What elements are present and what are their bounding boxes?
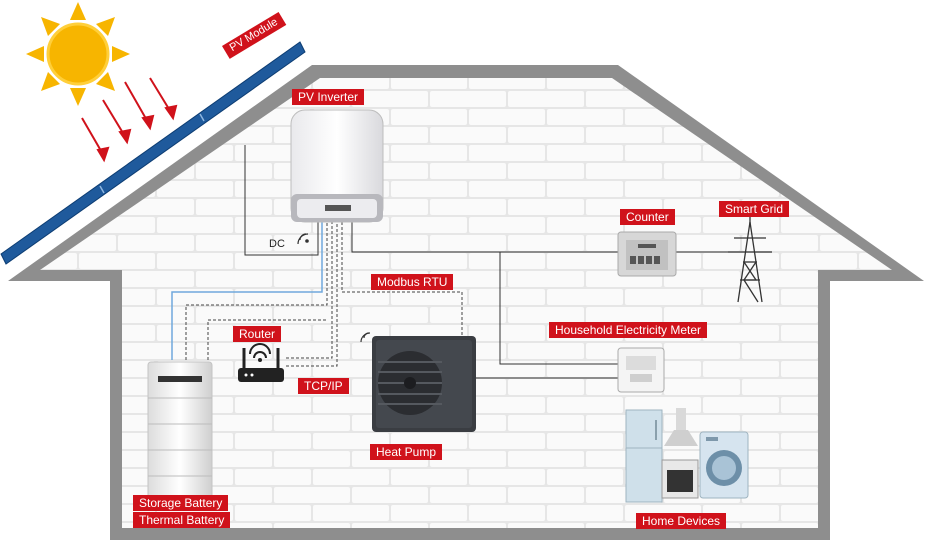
thermal-battery-label: Thermal Battery: [133, 512, 231, 528]
heat-pump: [372, 336, 476, 432]
pv-module-panel: [0, 41, 306, 265]
household-meter: [617, 347, 665, 393]
storage-battery: [147, 361, 213, 499]
power-pylon-icon: [728, 216, 772, 303]
communication-cables: [185, 222, 463, 367]
dc-label: DC: [269, 238, 285, 250]
router-icon: [238, 343, 284, 382]
refrigerator-icon: [625, 409, 663, 503]
counter-meter: [617, 231, 677, 277]
wifi-icon: [297, 233, 309, 245]
ac-cables: [351, 222, 735, 379]
range-hood-icon: [664, 408, 698, 446]
tcp-ip-label: TCP/IP: [298, 378, 349, 394]
modbus-rtu-label: Modbus RTU: [371, 274, 454, 290]
storage-battery-label: Storage Battery: [133, 495, 229, 511]
home-devices: [625, 408, 749, 503]
washing-machine-icon: [699, 431, 749, 499]
house: [8, 65, 924, 540]
smart-grid-label: Smart Grid: [719, 201, 790, 217]
dc-cable-battery: [171, 222, 323, 360]
pv-inverter-label: PV Inverter: [292, 89, 365, 105]
pv-inverter: [290, 109, 384, 223]
home-devices-label: Home Devices: [636, 513, 727, 529]
counter-label: Counter: [620, 209, 675, 225]
dc-cabling: [244, 145, 319, 256]
heat-pump-label: Heat Pump: [370, 444, 443, 460]
oven-icon: [661, 459, 699, 499]
wifi-icon: [360, 332, 371, 343]
sun-icon: [26, 2, 130, 106]
router-label: Router: [233, 326, 282, 342]
sunlight-arrows: [81, 77, 178, 163]
household-meter-label: Household Electricity Meter: [549, 322, 708, 338]
